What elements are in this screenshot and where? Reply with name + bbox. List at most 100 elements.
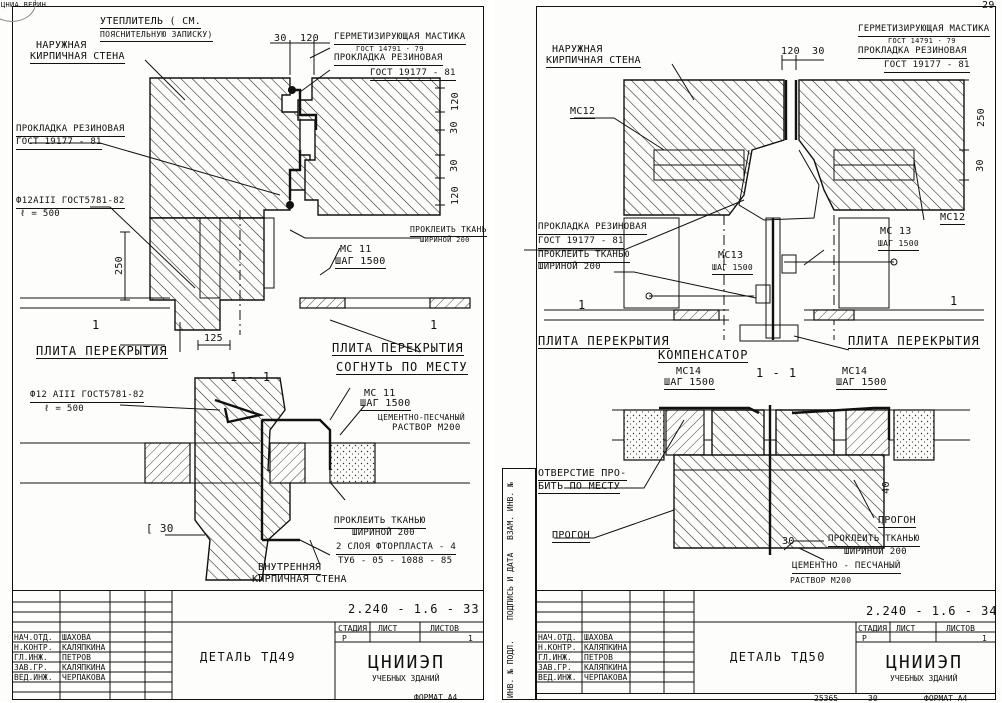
label-glue-fabric-b: Проклеить тканью: [828, 534, 920, 547]
sheets-value: 1: [982, 634, 987, 643]
label-gasket-left-gost: ГОСТ 19177 - 81: [538, 236, 624, 249]
label-mc12-left: МС12: [570, 106, 596, 119]
label-gasket: Прокладка резиновая: [334, 53, 443, 66]
sheet-header: Лист: [378, 624, 398, 633]
inner-brick-wall-top: [297, 77, 441, 216]
tb-role-2: Гл.инж.: [538, 653, 572, 662]
label-hole: Отверстие про-: [538, 468, 627, 481]
sheet-td50: 29 Инв. № подл. Подпись и дата Взам. инв…: [494, 0, 1002, 703]
label-gasket-left-gost: ГОСТ 19177 - 81: [16, 137, 102, 150]
tb-name-4: Черпакова: [584, 673, 628, 682]
label-mortar: Цементно-песчаный: [378, 413, 465, 422]
dim-30: 30: [812, 46, 825, 57]
tb-role-4: Вед.инж.: [14, 673, 53, 682]
sheet-td49: ЦНИА ВЕРИН: [0, 0, 492, 702]
label-mc-step: шаг 1500: [335, 256, 386, 269]
doc-code-td50: 2.240 - 1.6 - 34: [866, 604, 998, 618]
tb-name-2: Петров: [62, 653, 91, 662]
tb-role-4: Вед.инж.: [538, 673, 577, 682]
label-mortar-2: раствор М200: [790, 576, 852, 585]
dim-30c: 30: [782, 536, 795, 547]
detail-title-td49: Деталь ТД49: [200, 650, 296, 664]
cut-mark-left: 1: [578, 298, 586, 312]
sheet-gap: [487, 0, 494, 702]
label-channel: [ 30: [146, 522, 174, 535]
tb-role-1: Н.контр.: [14, 643, 53, 652]
label-mortar: Цементно - песчаный: [792, 561, 901, 574]
label-gasket-gost: ГОСТ 19177 - 81: [370, 68, 456, 81]
label-mc-2: МС 11: [364, 388, 396, 399]
label-mc13b: МС 13: [880, 226, 912, 237]
tb-name-2: Петров: [584, 653, 613, 662]
label-compensator: Компенсатор: [658, 348, 749, 363]
detail-drawing-td49: [20, 40, 471, 581]
label-purlin-right: Прогон: [878, 515, 916, 528]
tb-role-3: Зав.гр.: [14, 663, 48, 672]
label-fluoroplast: 2 слоя фторпласта - 4: [336, 542, 457, 555]
sheet-header: Лист: [896, 624, 916, 633]
label-section: 1 - 1: [756, 366, 798, 380]
label-rebar-2-len: ℓ = 500: [44, 404, 85, 414]
label-gasket-left: Прокладка резиновая: [538, 222, 647, 235]
section-wall: [194, 377, 291, 581]
page-number: 29: [982, 0, 995, 11]
sheets-header: Листов: [946, 624, 975, 633]
dim-30: 30: [274, 33, 287, 44]
cut-mark-right: 1: [430, 318, 438, 332]
format-label: Формат А4: [414, 693, 458, 702]
tb-role-2: Гл.инж.: [14, 653, 48, 662]
title-block-lines: [536, 590, 996, 694]
dim-120: 120: [300, 33, 319, 44]
label-bend: Согнуть по месту: [336, 360, 468, 375]
tb-name-0: Шахова: [584, 633, 613, 642]
stage-header: Стадия: [338, 624, 367, 633]
stage-value: Р: [342, 634, 347, 643]
doc-code-td49: 2.240 - 1.6 - 33: [348, 602, 480, 616]
detail-drawing-td50: [524, 55, 984, 561]
label-outer-wall-2: кирпичная стена: [30, 51, 125, 64]
label-mc14a-step: шаг 1500: [664, 377, 715, 390]
format-label: Формат А4: [924, 694, 968, 703]
stage-header: Стадия: [858, 624, 887, 633]
label-glue-fabric: Проклеить тканью: [410, 224, 492, 237]
label-section: 1 - 1: [230, 370, 272, 384]
dim-125: 125: [204, 333, 223, 344]
title-block-lines: [12, 590, 484, 700]
title-block: [12, 590, 484, 700]
label-slab-left: Плита перекрытия: [538, 334, 670, 349]
org-name: ЦНИИЭП: [886, 652, 964, 673]
label-purlin-left: Прогон: [552, 530, 590, 543]
label-hole-2: бить по месту: [538, 481, 621, 494]
label-mc: МС 11: [340, 244, 372, 255]
tb-role-1: Н.контр.: [538, 643, 577, 652]
org-name: ЦНИИЭП: [368, 652, 446, 673]
label-rebar-2: Ф12 АIII ГОСТ5781-82: [30, 390, 145, 403]
label-inner-wall-1: Внутренняя: [258, 562, 322, 575]
tb-name-1: Каляпкина: [584, 643, 628, 652]
tb-name-1: Каляпкина: [62, 643, 106, 652]
label-slab-right: Плита перекрытия: [332, 341, 464, 356]
label-outer-wall-1: Наружная: [36, 40, 87, 51]
label-gasket-gost: ГОСТ 19177 - 81: [884, 60, 970, 73]
org-sub: учебных зданий: [372, 674, 440, 683]
tb-role-0: Нач.отд.: [14, 633, 53, 642]
sheets-value: 1: [468, 634, 473, 643]
label-sealant-gost: ГОСТ 14791 - 79: [888, 37, 956, 45]
tb-role-0: Нач.отд.: [538, 633, 577, 642]
label-slab-left: Плита перекрытия: [36, 344, 168, 359]
outer-brick-wall: [149, 77, 311, 219]
label-slab-right: Плита перекрытия: [848, 334, 980, 349]
tb-name-3: Каляпкина: [62, 663, 106, 672]
tb-name-0: Шахова: [62, 633, 91, 642]
label-mc13a-step: шаг 1500: [712, 262, 753, 275]
label-glue-fabric-b-2: шириной 200: [844, 547, 907, 557]
label-insulation-2: пояснительную записку): [100, 29, 213, 42]
footer-num: 30: [868, 694, 878, 703]
label-gasket-left: Прокладка резиновая: [16, 124, 125, 137]
dim-120: 120: [781, 46, 800, 57]
label-glue-fabric-2: шириной 200: [538, 262, 601, 272]
label-gasket: Прокладка резиновая: [858, 46, 967, 59]
label-mortar-2: раствор М200: [392, 423, 461, 433]
label-sealant: Герметизирующая мастика: [858, 24, 990, 37]
label-glue-fabric-b: Проклеить тканью: [334, 516, 426, 529]
